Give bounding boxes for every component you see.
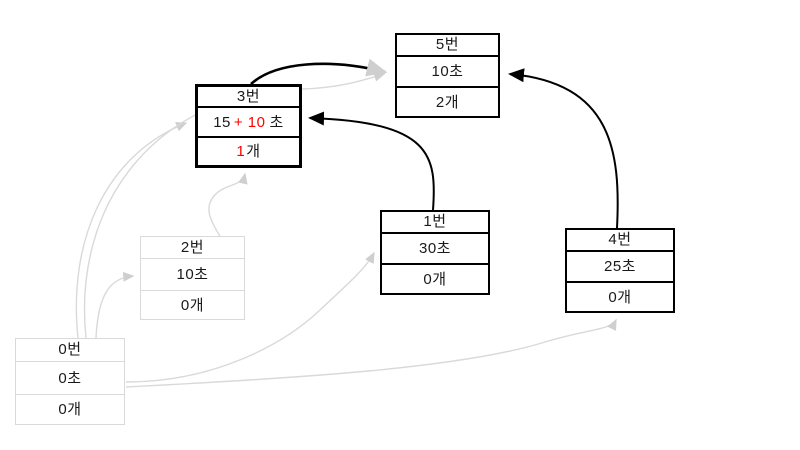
node-0-time: 0초 [16,362,124,396]
node-4-box: 4번 25초 0개 [565,228,675,313]
node-5-count: 2개 [435,93,460,111]
node-4-time: 25초 [567,252,673,284]
node-1-title: 1번 [382,212,488,234]
edge-0-to-2 [95,271,135,339]
node-3-title: 3번 [198,87,299,109]
node-5-time: 10초 [397,57,498,89]
node-4-count: 0개 [608,288,632,306]
node-5-box: 5번 10초 2개 [395,33,500,118]
node-2-box: 2번 10초 0개 [140,236,245,320]
node-3-time-base: 15 [213,113,231,131]
node-1-box: 1번 30초 0개 [380,210,490,295]
edge-0-to-1 [125,251,375,383]
node-3-time-unit: 초 [269,113,284,131]
node-1-time: 30초 [382,234,488,266]
node-3-count-value: 1 [236,143,246,161]
node-0-title: 0번 [16,339,124,362]
node-2-time: 10초 [141,259,244,292]
node-3-count: 1 개 [198,138,299,165]
edge-4-to-5 [508,68,619,229]
node-0-count: 0개 [58,401,82,419]
node-3-count-unit: 개 [246,143,261,161]
node-2-count: 0개 [180,296,205,314]
edge-0-to-3 [75,122,188,339]
edge-0-to-4 [125,318,617,388]
edge-2-to-3 [208,172,248,239]
edge-3-to-5 [250,58,388,85]
node-3-time: 15 + 10 초 [198,108,299,139]
node-3-time-added: + 10 [233,113,266,131]
node-2-title: 2번 [141,237,244,260]
node-1-count: 0개 [423,270,447,288]
node-3-box: 3번 15 + 10 초 1 개 [195,84,302,168]
node-4-title: 4번 [567,230,673,252]
node-0-box: 0번 0초 0개 [15,338,125,425]
node-5-title: 5번 [397,35,498,57]
edge-1-to-3 [308,111,435,211]
